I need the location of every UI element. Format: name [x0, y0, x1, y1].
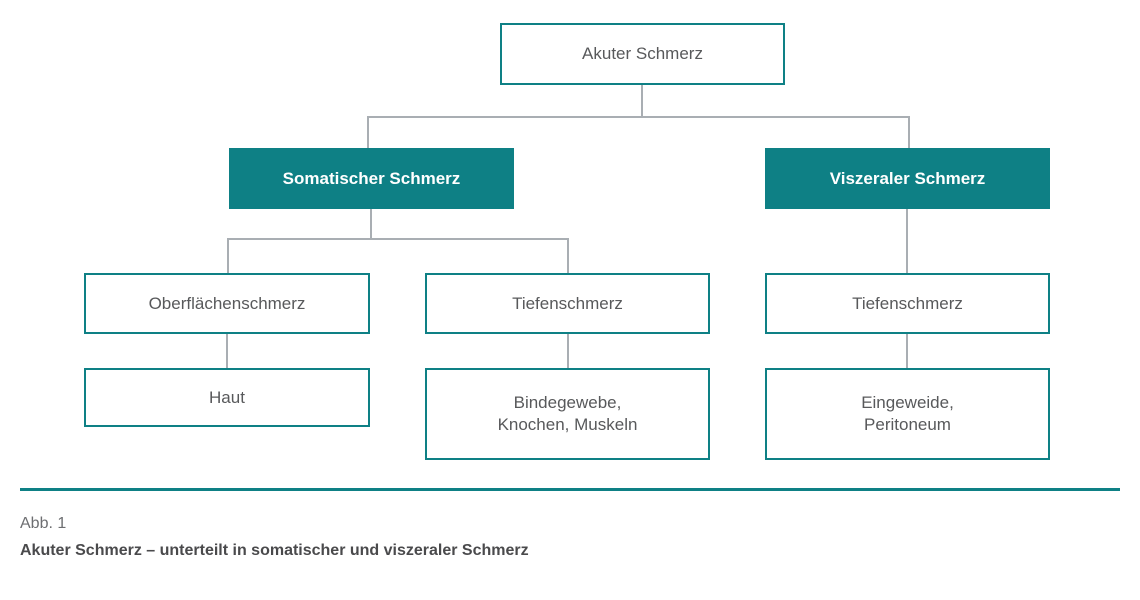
- connector-viszeral-down: [906, 209, 908, 274]
- node-label: Somatischer Schmerz: [282, 168, 461, 188]
- node-eingeweide-peritoneum[interactable]: Eingeweide, Peritoneum: [765, 368, 1050, 460]
- connector-level1-right-drop: [908, 116, 910, 149]
- node-akuter-schmerz[interactable]: Akuter Schmerz: [500, 23, 785, 85]
- connector-level1-horizontal: [367, 116, 910, 118]
- node-haut[interactable]: Haut: [84, 368, 370, 427]
- node-label: Bindegewebe, Knochen, Muskeln: [497, 393, 638, 434]
- node-bindegewebe-knochen-muskeln[interactable]: Bindegewebe, Knochen, Muskeln: [425, 368, 710, 460]
- node-tiefenschmerz-somatisch[interactable]: Tiefenschmerz: [425, 273, 710, 334]
- connector-level2-horizontal: [227, 238, 569, 240]
- node-tiefenschmerz-viszeral[interactable]: Tiefenschmerz: [765, 273, 1050, 334]
- connector-level2-left-drop: [227, 238, 229, 274]
- node-label: Tiefenschmerz: [512, 293, 623, 313]
- caption-number: Abb. 1: [20, 515, 67, 532]
- node-label: Haut: [209, 387, 245, 407]
- caption-title: Akuter Schmerz – unterteilt in somatisch…: [20, 542, 529, 559]
- connector-oberflaechenschmerz-haut: [226, 334, 228, 369]
- node-label: Akuter Schmerz: [582, 44, 703, 64]
- connector-level2-right-drop: [567, 238, 569, 274]
- node-label: Eingeweide, Peritoneum: [861, 393, 954, 434]
- node-viszeraler-schmerz[interactable]: Viszeraler Schmerz: [765, 148, 1050, 209]
- caption: Abb. 1 Akuter Schmerz – unterteilt in so…: [20, 512, 1120, 563]
- node-label: Viszeraler Schmerz: [829, 168, 986, 188]
- connector-root-down: [641, 85, 643, 118]
- caption-divider: [20, 488, 1120, 491]
- connector-tiefenschmerz-eingeweide: [906, 334, 908, 369]
- node-oberflaechenschmerz[interactable]: Oberflächenschmerz: [84, 273, 370, 334]
- node-label: Oberflächenschmerz: [148, 293, 306, 313]
- node-label: Tiefenschmerz: [852, 293, 963, 313]
- connector-tiefenschmerz-bindegewebe: [567, 334, 569, 369]
- node-somatischer-schmerz[interactable]: Somatischer Schmerz: [229, 148, 514, 209]
- connector-level1-left-drop: [367, 116, 369, 149]
- connector-somatisch-down: [370, 209, 372, 240]
